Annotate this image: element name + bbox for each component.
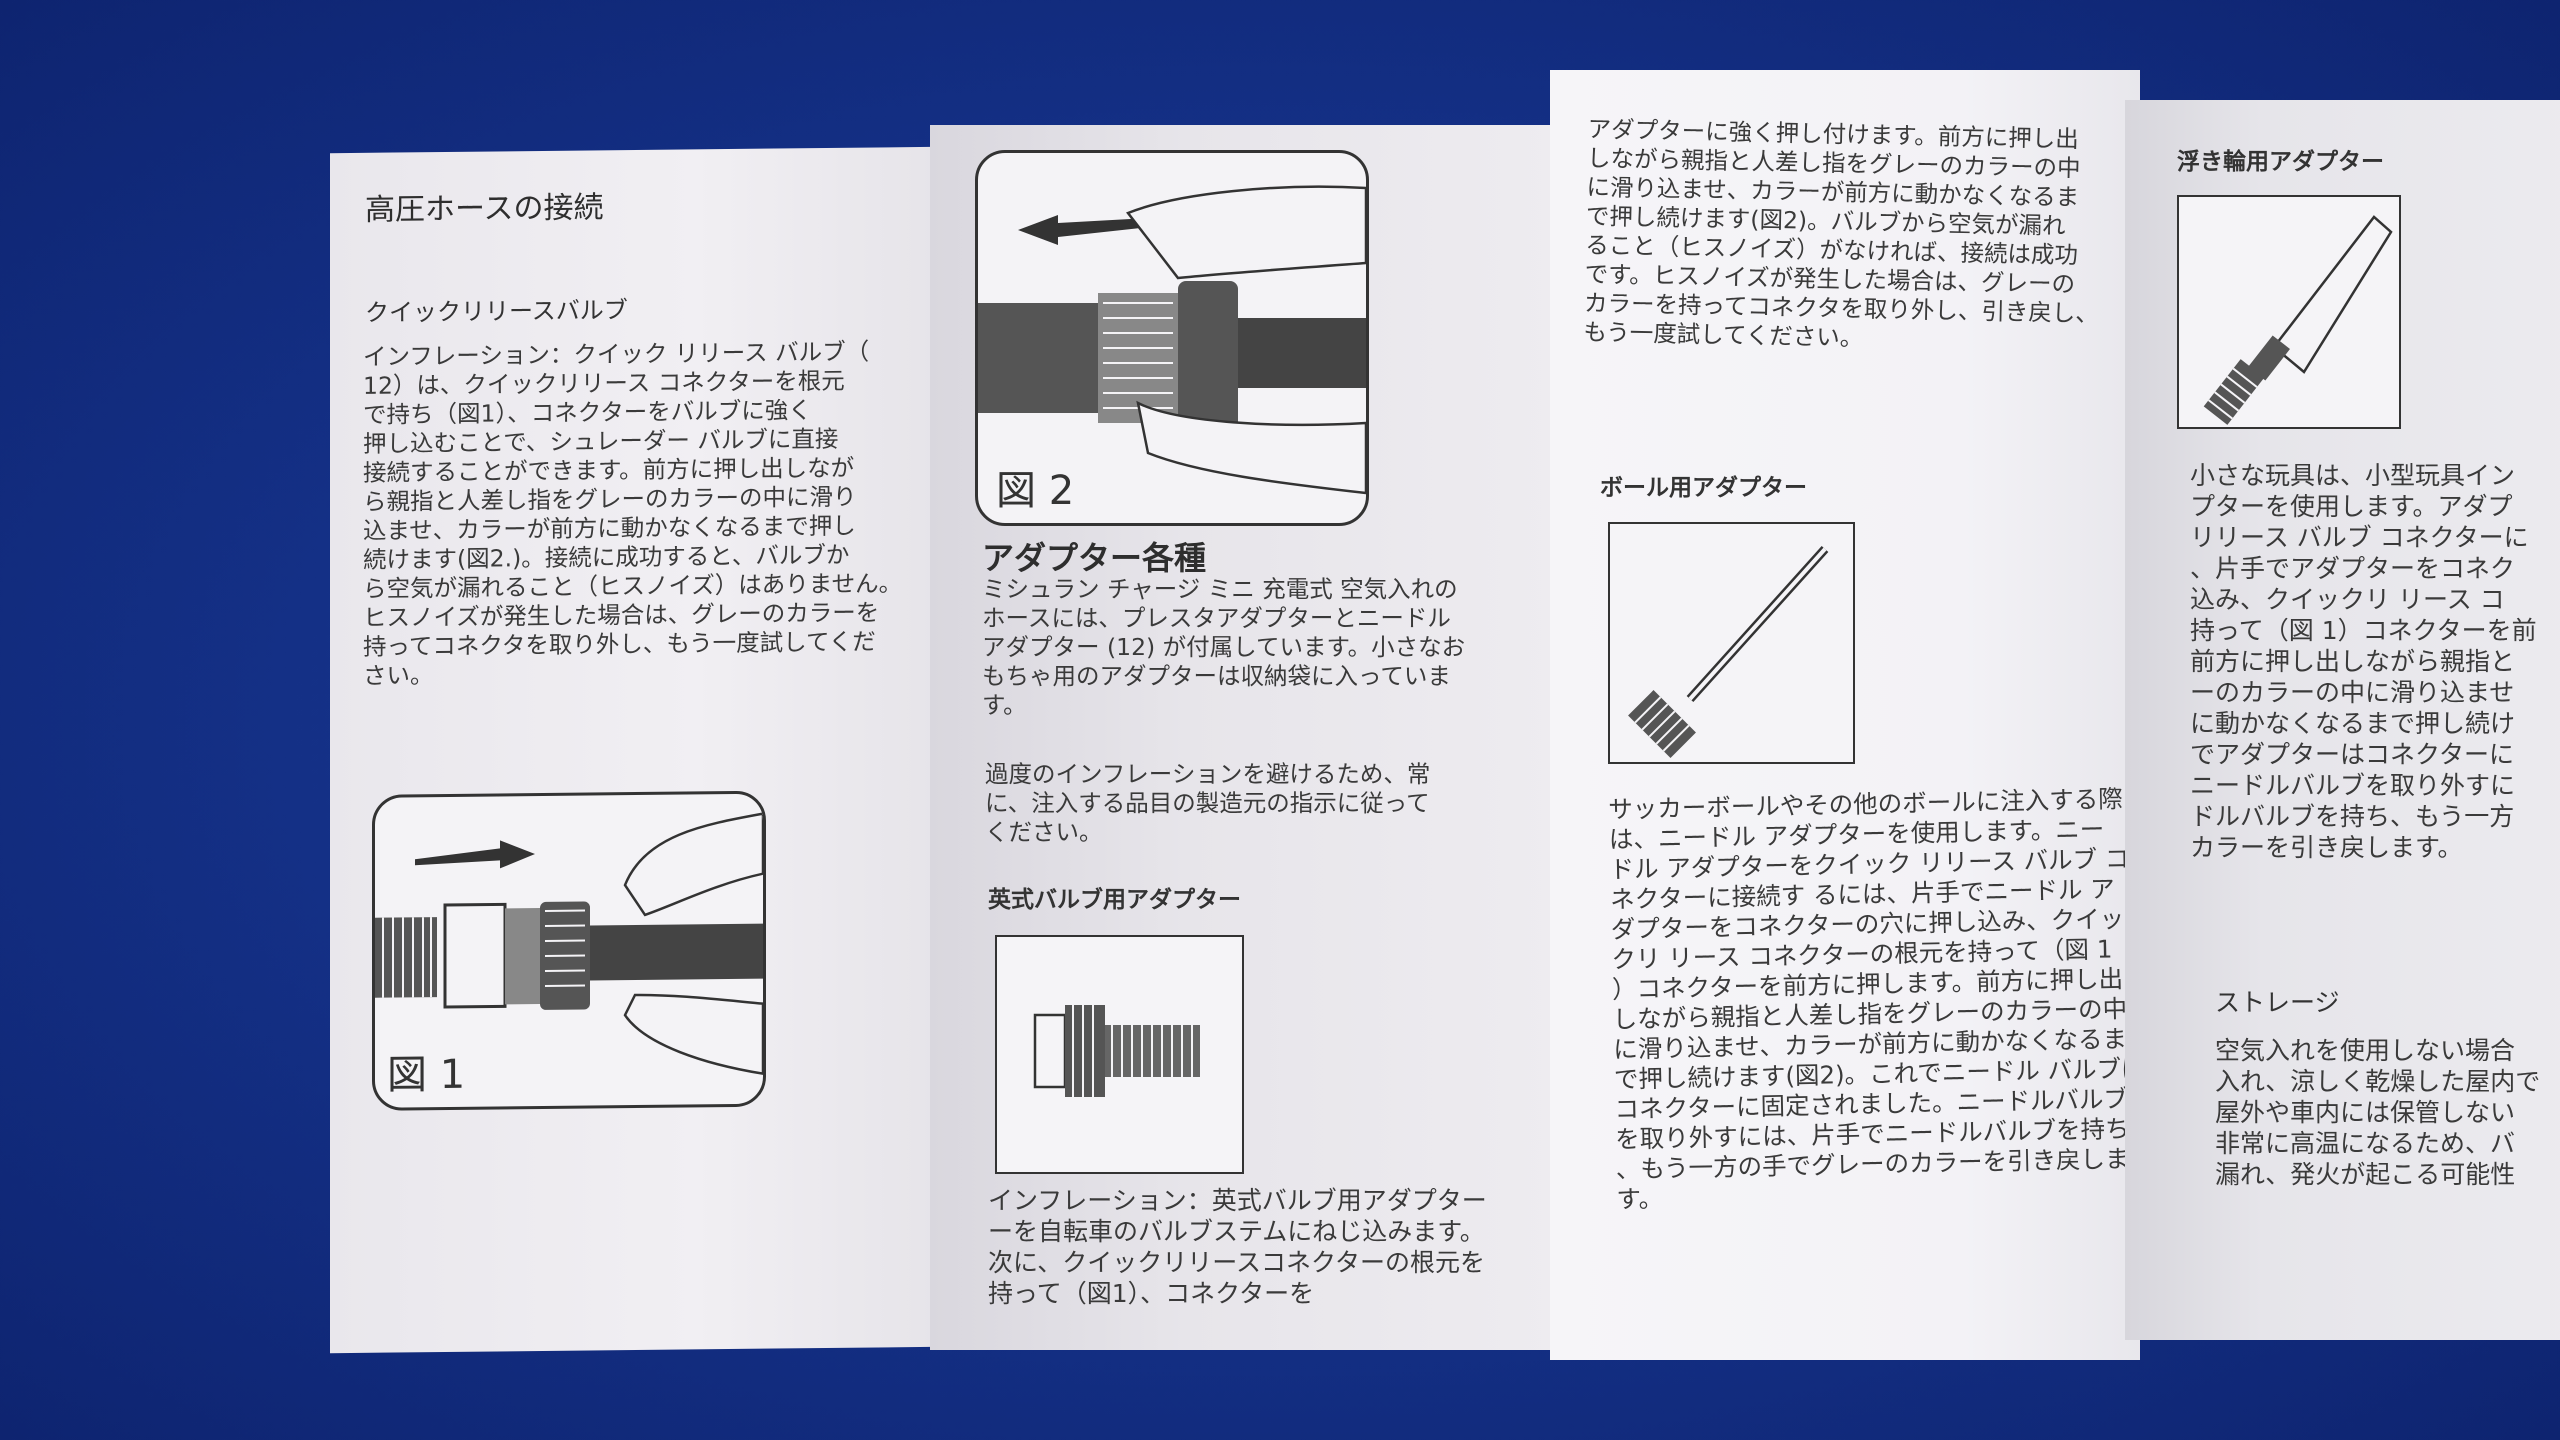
text-line: す。 <box>982 691 1027 719</box>
adapters-intro-text: ミシュラン チャージ ミニ 充電式 空気入れの ホースには、プレスタアダプターと… <box>982 575 1465 720</box>
valve-connector-drawing <box>375 812 763 1076</box>
leaflet-panel-3: アダプターに強く押し付けます。前方に押し出 しながら親指と人差し指をグレーのカラ… <box>1550 70 2140 1360</box>
text-line: 、片手でアダプターをコネク <box>2190 554 2516 583</box>
text-line: 持って（図 1）コネクターを前 <box>2190 616 2537 645</box>
leaflet-panel-2: 図 2 アダプター各種 ミシュラン チャージ ミニ 充電式 空気入れの ホースに… <box>930 125 1570 1350</box>
text-line: に、注入する品目の製造元の指示に従って <box>985 789 1430 817</box>
text-line: ニードルバルブを取り外すに <box>2190 771 2516 800</box>
section-subtitle-quick-release: クイックリリースバルブ <box>365 296 628 327</box>
text-line: 前方に押し出しながら親指と <box>2190 647 2516 676</box>
section-subtitle-float-adapter: 浮き輪用アダプター <box>2177 149 2384 175</box>
english-valve-adapter-image <box>995 935 1244 1174</box>
ball-adapter-image <box>1608 522 1855 764</box>
cone-adapter-drawing <box>2203 215 2393 425</box>
text-line: 漏れ、発火が起こる可能性 <box>2215 1160 2516 1189</box>
text-line: 空気入れを使用しない場合 <box>2215 1036 2516 1065</box>
float-adapter-image <box>2177 195 2401 429</box>
connection-continued-text: アダプターに強く押し付けます。前方に押し出 しながら親指と人差し指をグレーのカラ… <box>1583 115 2103 358</box>
text-line: インフレーション：英式バルブ用アダプター <box>988 1186 1487 1215</box>
text-line: 12）は、クイックリリース コネクターを根元 <box>363 366 845 400</box>
text-line: 持ってコネクタを取り外し、もう一度試してくだ <box>363 627 876 661</box>
overinflation-warning-text: 過度のインフレーションを避けるため、常 に、注入する品目の製造元の指示に従って … <box>985 760 1430 847</box>
section-subtitle-ball-adapter: ボール用アダプター <box>1600 475 1807 501</box>
text-line: カラーを引き戻します。 <box>2190 833 2463 862</box>
needle-adapter-drawing <box>1628 545 1829 758</box>
text-line: 過度のインフレーションを避けるため、常 <box>985 760 1431 788</box>
section-subtitle-english-valve: 英式バルブ用アダプター <box>988 887 1241 913</box>
text-line: 込み、クイックリ リース コ <box>2190 585 2505 614</box>
text-line: 非常に高温になるため、バ <box>2215 1129 2516 1158</box>
text-line: 小さな玩具は、小型玩具イン <box>2190 461 2516 490</box>
section-title-hose-connection: 高圧ホースの接続 <box>365 190 604 228</box>
text-line: 屋外や車内には保管しない <box>2215 1098 2516 1127</box>
text-line: 入れ、涼しく乾燥した屋内で <box>2215 1067 2541 1096</box>
figure-1-illustration: 図 1 <box>372 790 766 1111</box>
instructions-text: インフレーション：クイック リリース バルブ（ 12）は、クイックリリース コネ… <box>363 337 902 691</box>
storage-instructions: 空気入れを使用しない場合 入れ、涼しく乾燥した屋内で 屋外や車内には保管しない … <box>2215 1035 2540 1190</box>
text-line: アダプター (12) が付属しています。小さなお <box>982 633 1466 661</box>
text-line: もちゃ用のアダプターは収納袋に入っていま <box>982 662 1451 690</box>
text-line: さい。 <box>363 661 434 690</box>
float-adapter-instructions: 小さな玩具は、小型玩具イン プターを使用します。アダプ リリース バルブ コネク… <box>2190 460 2537 863</box>
section-title-adapters: アダプター各種 <box>982 539 1207 577</box>
leaflet-panel-4: 浮き輪用アダプター 小さな玩具は、小型玩具イン プターを使用します。アダプ リリ… <box>2125 100 2560 1340</box>
figure-1-label: 図 1 <box>387 1051 466 1099</box>
text-line: 次に、クイックリリースコネクターの根元を <box>988 1248 1486 1277</box>
text-line: に動かなくなるまで押し続け <box>2190 709 2516 738</box>
figure-2-illustration: 図 2 <box>975 150 1369 526</box>
text-line: リリース バルブ コネクターに <box>2190 523 2529 552</box>
leaflet-panel-1: 高圧ホースの接続 クイックリリースバルブ インフレーション：クイック リリース … <box>330 146 940 1354</box>
text-line: 持って（図1）、コネクターを <box>988 1279 1315 1308</box>
english-valve-instructions: インフレーション：英式バルブ用アダプター ーを自転車のバルブステムにねじ込みます… <box>988 1185 1487 1309</box>
text-line: プターを使用します。アダプ <box>2190 492 2513 521</box>
section-subtitle-storage: ストレージ <box>2215 988 2340 1017</box>
text-line: でアダプターはコネクターに <box>2190 740 2515 769</box>
figure-2-label: 図 2 <box>996 468 1075 514</box>
ball-adapter-instructions: サッカーボールやその他のボールに注入する際 は、ニードル アダプターを使用します… <box>1608 784 2140 1215</box>
collar-push-drawing <box>978 185 1366 495</box>
text-line: ーのカラーの中に滑り込ませ <box>2190 678 2515 707</box>
text-line: ください。 <box>985 818 1103 846</box>
text-line: ホースには、プレスタアダプターとニードル <box>982 604 1451 632</box>
text-line: ミシュラン チャージ ミニ 充電式 空気入れの <box>982 575 1458 603</box>
threaded-adapter-drawing <box>1033 1005 1200 1097</box>
text-line: ドルバルブを持ち、もう一方 <box>2190 802 2515 831</box>
text-line: ーを自転車のバルブステムにねじ込みます。 <box>988 1217 1485 1246</box>
